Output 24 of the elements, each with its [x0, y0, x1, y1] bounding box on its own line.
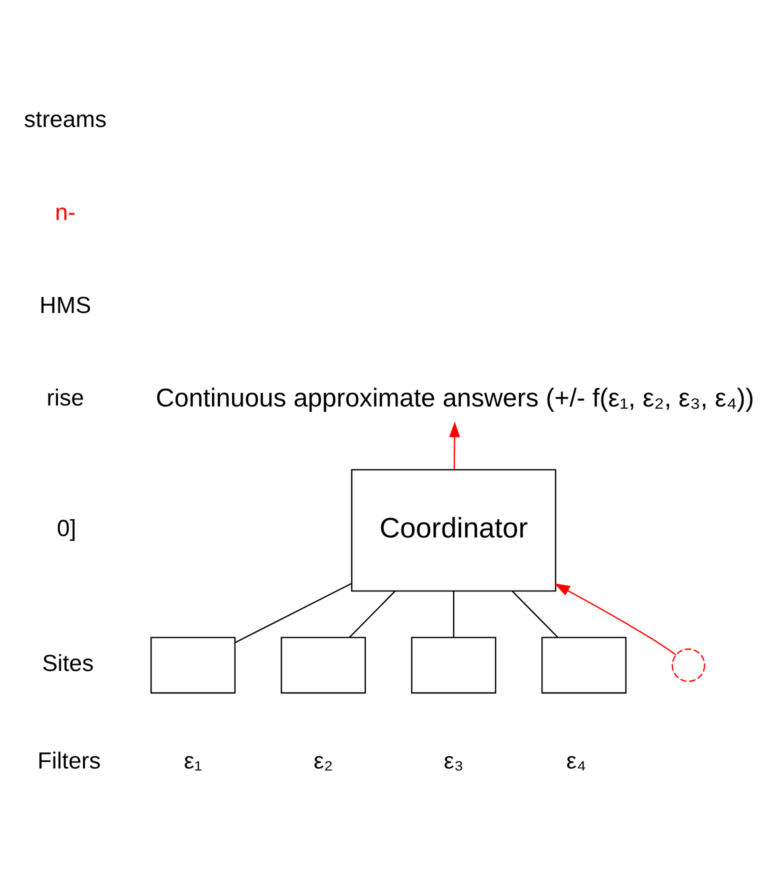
connector: [453, 590, 454, 637]
connector: [512, 590, 558, 638]
label: n-: [54, 198, 76, 224]
label: HMS: [40, 291, 92, 318]
connector: [234, 582, 352, 643]
label: ε₁: [184, 746, 202, 773]
label: ε₃: [444, 746, 464, 773]
node-circle: [672, 648, 706, 682]
node-box: [150, 636, 236, 694]
node-box: [411, 636, 496, 694]
connector: [349, 590, 396, 638]
label: Sites: [42, 649, 94, 676]
node-box: [280, 636, 366, 694]
node-text: Continuous approximate answers (+/- f(ε₁, ε₂, ε₃, ε₄)): [156, 384, 754, 412]
label: rise: [46, 384, 84, 410]
arrow: [449, 421, 460, 469]
label: Filters: [38, 746, 101, 773]
label: streams: [24, 106, 107, 132]
label: ε₂: [314, 746, 334, 773]
label: 0]: [56, 514, 76, 541]
node-box: [541, 636, 627, 694]
node-box: Coordinator: [351, 468, 556, 592]
arrow: [554, 582, 676, 655]
label: ε₄: [566, 746, 586, 773]
